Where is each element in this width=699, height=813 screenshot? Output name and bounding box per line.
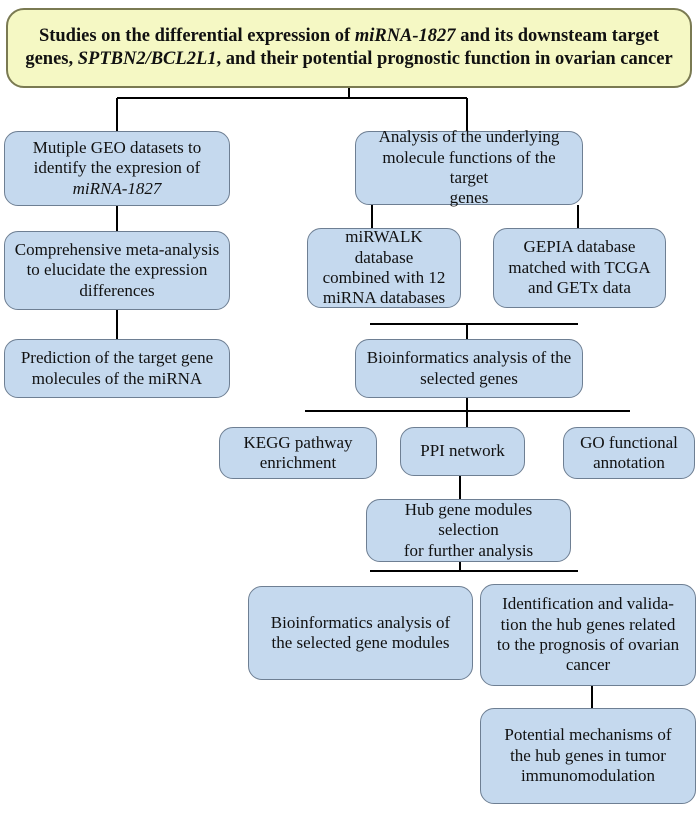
underlying-functions-box: Analysis of the underlying molecule func…	[355, 127, 583, 207]
ppi-network-box: PPI network	[400, 427, 525, 476]
meta-analysis-box: Comprehensive meta-analysis to elucidate…	[4, 231, 230, 310]
mirwalk-box: miRWALK database combined with 12 miRNA …	[307, 227, 461, 308]
geo-datasets-box: Mutiple GEO datasets to identify the exp…	[4, 131, 230, 206]
go-annotation-box: GO functional annotation	[563, 427, 695, 479]
prediction-box: Prediction of the target gene molecules …	[4, 339, 230, 398]
title-box: Studies on the differential expression o…	[6, 8, 692, 88]
mechanisms-box: Potential mechanisms of the hub genes in…	[480, 708, 696, 804]
hub-modules-box: Hub gene modules selection for further a…	[366, 499, 571, 562]
identification-validation-box: Identification and valida- tion the hub …	[480, 584, 696, 686]
bioinfo-selected-genes-box: Bioinformatics analysis of the selected …	[355, 339, 583, 398]
kegg-box: KEGG pathway enrichment	[219, 427, 377, 479]
title-text: Studies on the differential expression o…	[25, 26, 673, 69]
bioinfo-gene-modules-box: Bioinformatics analysis of the selected …	[248, 586, 473, 680]
gepia-box: GEPIA database matched with TCGA and GET…	[493, 228, 666, 308]
